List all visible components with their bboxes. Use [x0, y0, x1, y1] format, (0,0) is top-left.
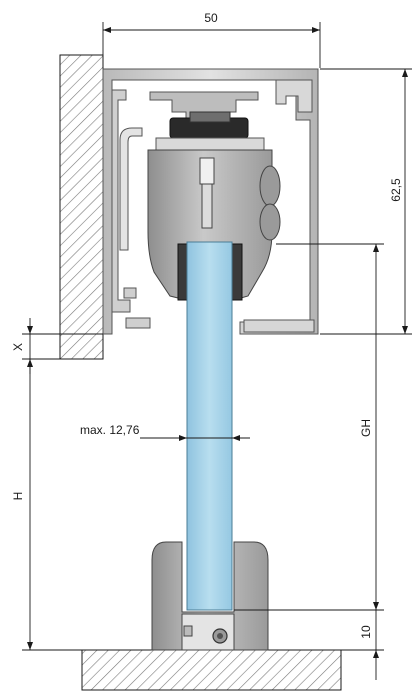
max-glass-thickness-label: max. 12,76 — [80, 423, 140, 437]
top-rail-profile — [102, 68, 319, 335]
carriage-assembly — [147, 91, 281, 301]
profile-height-dimension-label: 62,5 — [389, 178, 403, 202]
glass-panel — [186, 241, 233, 611]
wall — [59, 54, 104, 360]
h-dimension-label: H — [11, 492, 25, 501]
gh-dimension-label: GH — [359, 419, 373, 437]
dimension-lines — [22, 22, 412, 680]
width-dimension-label: 50 — [204, 11, 218, 25]
x-dimension-label: X — [11, 343, 25, 351]
floor-guide — [151, 541, 269, 651]
bottom-gap-dimension-label: 10 — [359, 625, 373, 639]
dimension-arrows — [27, 27, 408, 658]
floor — [81, 649, 342, 691]
